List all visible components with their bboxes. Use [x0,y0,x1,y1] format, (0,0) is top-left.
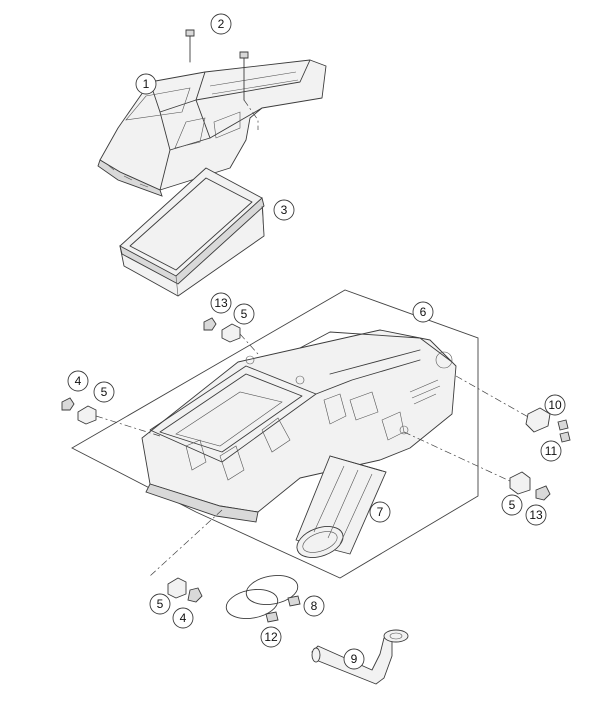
svg-text:12: 12 [264,630,278,644]
callout-2: 2 [210,13,232,35]
callout-5-bottom: 5 [149,593,171,615]
intake-boot [295,455,387,558]
cover-screws [185,29,259,130]
callout-12: 12 [260,626,282,648]
svg-text:5: 5 [157,597,164,611]
hose-clamps [225,575,301,623]
callout-7: 7 [369,501,391,523]
svg-text:3: 3 [281,203,288,217]
bottom-dampers [149,509,223,603]
svg-text:4: 4 [180,611,187,625]
callout-13-right: 13 [525,504,547,526]
svg-text:1: 1 [143,77,150,91]
callout-8: 8 [303,595,325,617]
right-side-parts [403,375,571,501]
callout-3: 3 [273,199,295,221]
housing-boundary-frame [71,289,479,579]
callout-5-top: 5 [233,303,255,325]
callout-6: 6 [412,301,434,323]
left-dampers [61,317,259,437]
callout-9: 9 [343,648,365,670]
callout-1: 1 [135,73,157,95]
callout-11: 11 [540,440,562,462]
airbox-housing [141,329,457,523]
svg-text:5: 5 [241,307,248,321]
callout-13-top: 13 [210,292,232,314]
svg-text:4: 4 [75,374,82,388]
svg-text:2: 2 [218,17,225,31]
svg-text:10: 10 [548,398,562,412]
svg-text:5: 5 [509,498,516,512]
callout-5-right: 5 [501,494,523,516]
callout-4-left: 4 [67,370,89,392]
callout-10: 10 [544,394,566,416]
svg-text:13: 13 [529,508,543,522]
svg-text:11: 11 [545,444,558,458]
svg-text:6: 6 [420,305,427,319]
callout-4-bottom: 4 [172,607,194,629]
svg-text:9: 9 [351,652,358,666]
air-filter [119,167,265,297]
svg-text:8: 8 [311,599,318,613]
callout-5-left: 5 [93,381,115,403]
svg-text:13: 13 [214,296,228,310]
svg-text:5: 5 [101,385,108,399]
airbox-cover [97,59,327,197]
svg-text:7: 7 [377,505,384,519]
